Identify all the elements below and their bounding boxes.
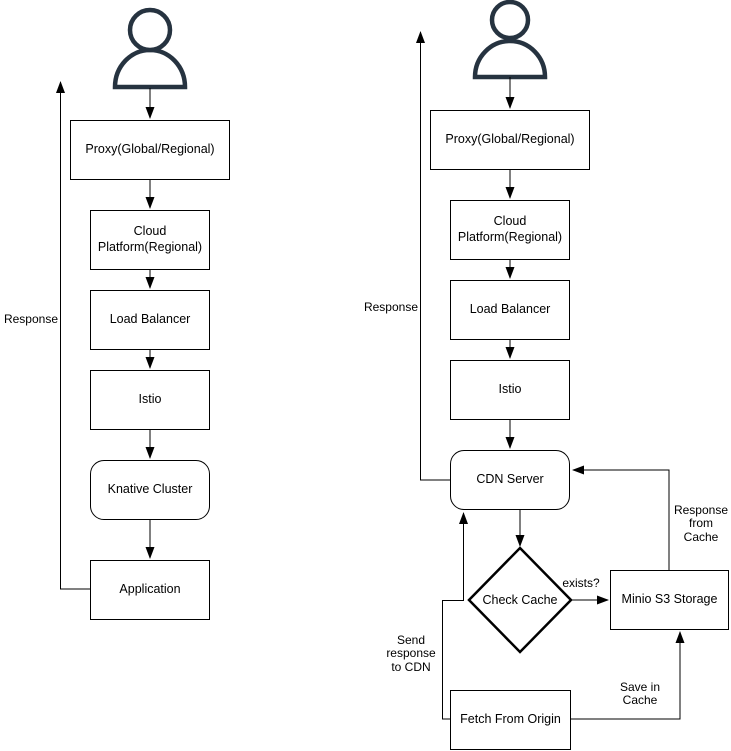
node-cdn-server: CDN Server: [450, 450, 570, 510]
edge-save-in-cache: [571, 631, 685, 720]
user-icon: [472, 0, 548, 80]
node-proxy-left: Proxy(Global/Regional): [70, 120, 230, 180]
edge-label-send-response-to-cdn: Send response to CDN: [386, 633, 436, 674]
edge-label-response-left: Response: [3, 312, 59, 326]
user-icon: [112, 7, 188, 90]
node-cloud-platform-right: Cloud Platform(Regional): [450, 200, 570, 260]
node-load-balancer-right: Load Balancer: [450, 280, 570, 340]
edge-label-response-from-cache: Response from Cache: [673, 503, 729, 544]
node-cloud-platform-left: Cloud Platform(Regional): [90, 210, 210, 270]
edge-response-from-cache: [572, 465, 670, 570]
edge-label-response-right: Response: [363, 300, 419, 314]
node-application: Application: [90, 560, 210, 620]
node-fetch-from-origin: Fetch From Origin: [450, 690, 571, 750]
node-istio-right: Istio: [450, 360, 570, 420]
node-load-balancer-left: Load Balancer: [90, 290, 210, 350]
node-minio-s3-storage: Minio S3 Storage: [610, 570, 729, 630]
check-cache-diamond: [467, 546, 573, 654]
edge-response-left: [56, 81, 90, 590]
node-proxy-right: Proxy(Global/Regional): [430, 110, 590, 170]
node-istio-left: Istio: [90, 370, 210, 430]
edge-send-response-to-cdn: [442, 512, 468, 720]
node-check-cache-label: Check Cache: [482, 593, 558, 607]
edge-label-exists: exists?: [562, 576, 600, 590]
node-knative-cluster: Knative Cluster: [90, 460, 210, 520]
edge-label-save-in-cache: Save in Cache: [619, 680, 661, 708]
edge-response-right: [416, 31, 450, 481]
